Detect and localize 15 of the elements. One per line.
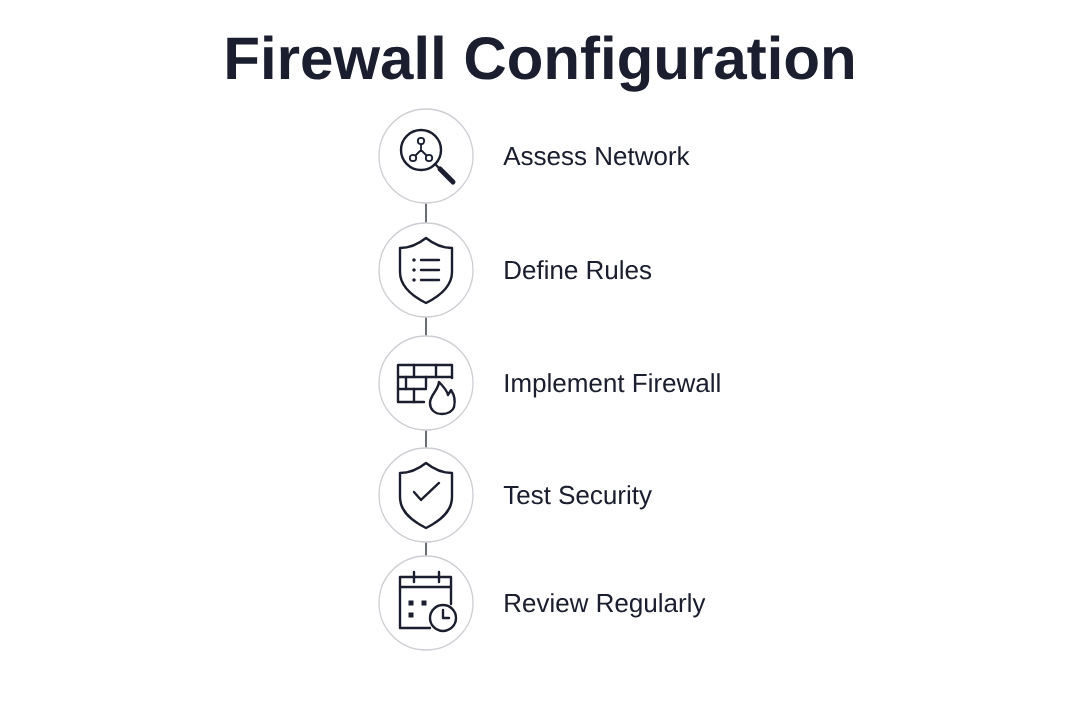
step-circle [378, 335, 474, 431]
step-label: Review Regularly [505, 593, 706, 618]
connector-line [425, 429, 427, 449]
step-label: Test Security [503, 485, 652, 510]
connector-line [425, 316, 427, 337]
title: Firewall Configuration [227, 35, 853, 92]
step-label: Define Rules [505, 260, 652, 280]
step-circle [378, 555, 474, 651]
connector-line [425, 202, 427, 224]
step-circle [378, 108, 474, 204]
connector-line [425, 541, 427, 557]
step-circle [378, 222, 474, 318]
step-circle [378, 447, 474, 543]
step-label: Implement Firewall [505, 373, 720, 398]
step-label: Assess Network [503, 146, 690, 166]
